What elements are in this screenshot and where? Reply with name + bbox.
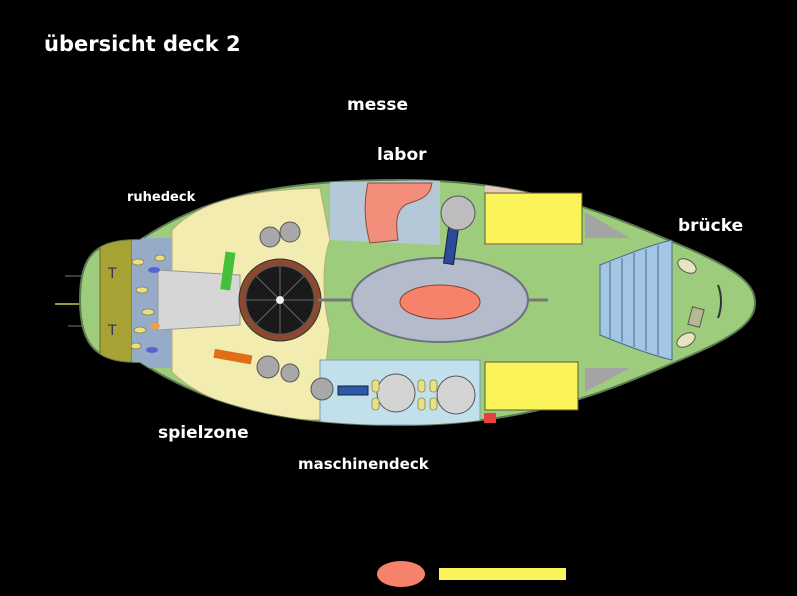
tube-bottom — [337, 385, 369, 396]
cone — [157, 269, 241, 331]
svg-text:T: T — [107, 323, 117, 339]
label-bruecke: brücke — [678, 216, 744, 236]
label-messe: messe — [347, 95, 409, 115]
label-labor: labor — [377, 145, 427, 165]
label-ruhedeck: ruhedeck — [127, 190, 196, 205]
label-spielzone: spielzone — [158, 423, 249, 443]
labor-area — [364, 182, 433, 244]
messe-hall — [318, 257, 548, 343]
fin-top — [585, 212, 630, 238]
bridge-consoles — [676, 258, 705, 348]
rotunda — [238, 258, 322, 342]
yellow-room-top — [484, 192, 583, 245]
bridge-stairs — [599, 239, 673, 361]
lab-pods — [440, 195, 476, 231]
svg-text:T: T — [107, 266, 117, 282]
orange-bar — [213, 348, 253, 365]
yellow-room-bottom — [484, 361, 579, 411]
stern-band — [99, 237, 133, 369]
legend-oval — [377, 561, 425, 587]
engine-capsules — [371, 379, 438, 411]
engine-spheres — [376, 373, 476, 415]
page-title: übersicht deck 2 — [44, 32, 241, 56]
rest-capsules: T T — [107, 254, 166, 353]
green-bar — [220, 251, 236, 291]
legend-bar — [439, 568, 566, 580]
fin-bottom — [585, 368, 630, 392]
bridge-window-line — [717, 284, 722, 319]
label-maschinendeck: maschinendeck — [298, 455, 429, 473]
red-marker — [484, 413, 496, 423]
pods — [256, 221, 334, 401]
